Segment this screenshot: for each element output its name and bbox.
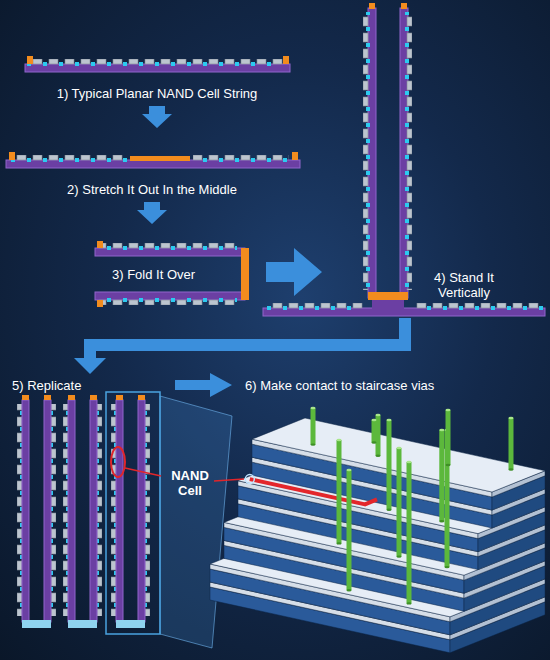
via [407,462,412,603]
via [397,448,402,557]
contact [27,56,33,64]
flow-arrow [266,248,322,296]
pillar-foot [22,620,51,628]
flow-arrow [175,373,232,397]
via-foot [509,468,514,470]
cell-gates [267,303,363,311]
contact [97,300,103,307]
flow-arrow [74,358,106,374]
via-top [439,429,444,431]
via-foot [337,542,342,544]
via-top [337,439,342,441]
via [387,420,392,510]
leader-line [125,468,161,476]
projection-wedge [160,396,232,648]
via-foot [311,443,316,445]
leader-line [214,479,244,481]
cell-gates [193,155,289,163]
cell-gates [99,297,237,305]
step-label: 1) Typical Planar NAND Cell String [57,86,258,101]
via-top [397,447,402,449]
contact [90,395,97,400]
flow-arrow [137,202,167,224]
cell-gates [27,59,283,67]
cell-marker [245,475,254,484]
channel-strip [138,400,145,622]
contact [97,241,103,248]
highlight-box [106,392,160,634]
channel-strip [116,400,123,622]
via [337,440,342,543]
contact [9,152,15,160]
via [311,408,316,445]
via-top [372,419,377,421]
pillar [111,395,150,628]
vertical-string [263,3,545,316]
via [446,410,451,465]
step-label: 2) Stretch It Out In the Middle [67,182,237,197]
step-label: 4) Stand It Vertically [418,270,510,300]
step-label: 3) Fold It Over [112,267,195,282]
flow-band [90,318,405,360]
contact [369,3,375,9]
via [509,418,514,470]
cell-gates [404,12,412,290]
contact [401,3,407,9]
channel-strip [44,400,51,622]
via-foot [387,509,392,511]
stretched-string [6,152,300,168]
via [347,470,352,590]
via-top [347,469,352,471]
pillar-foot [116,620,145,628]
cell-gates [99,243,237,251]
via-foot [347,589,352,591]
via-top [446,409,451,411]
contact [22,395,29,400]
channel-strip [22,400,29,622]
via-foot [376,455,381,457]
fold-section [368,292,408,300]
pillar [63,395,102,628]
via-foot [445,566,450,568]
staircase-block [210,407,545,653]
folded-string [95,241,249,307]
pillar-foot [68,620,97,628]
via-foot [446,464,451,466]
via [439,430,444,521]
via-foot [372,441,377,443]
flow-arrow [142,106,172,128]
planar-string [25,56,290,72]
contact [138,395,145,400]
via [372,420,377,443]
via-top [509,417,514,419]
cell-path [250,479,377,504]
cell-gates [415,303,543,311]
via-top [376,414,381,416]
cell-highlight [111,447,125,477]
fold-section [241,248,249,300]
cell-gates [9,155,127,163]
contact [68,395,75,400]
channel-strip [68,400,75,622]
callout-label: NAND Cell [165,468,215,498]
cell-gates [363,12,371,290]
contact [116,395,123,400]
channel-strip [90,400,97,622]
via-top [387,419,392,421]
stretch-section [130,156,190,161]
via-foot [397,555,402,557]
via-top [311,407,316,409]
via-top [407,461,412,463]
contact [283,56,289,64]
step-label: 5) Replicate [12,378,81,393]
via-foot [407,602,412,604]
contact [44,395,51,400]
contact [292,152,298,160]
via-foot [439,520,444,522]
step-label: 6) Make contact to staircase vias [245,378,434,393]
pillar [17,395,56,628]
